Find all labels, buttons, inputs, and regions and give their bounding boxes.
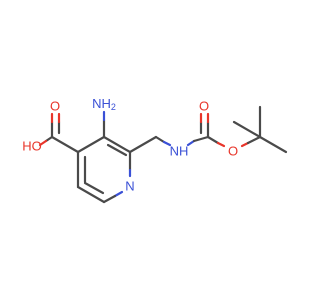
bond-nh-c xyxy=(192,135,210,143)
atom-label-nh2-subscript: 2 xyxy=(111,102,116,112)
atom-label-carbonyl-o-acid: O xyxy=(50,99,60,114)
atom-label-nh2: NH2 xyxy=(92,96,116,113)
bond-c4-cooh xyxy=(50,135,80,154)
atom-label-ester-o: O xyxy=(228,144,238,159)
atom-label-nh2-main: NH xyxy=(92,96,111,111)
bond-c4-c3 xyxy=(76,135,106,154)
atom-label-carbonyl-o-boc: O xyxy=(199,99,209,114)
bond-ch2-nh xyxy=(154,135,166,144)
bond-c6-c5-double xyxy=(83,181,105,195)
bond-tbu-methyl-left xyxy=(232,120,262,139)
atom-label-ring-n: N xyxy=(125,179,134,194)
bond-c6-c5 xyxy=(76,185,106,204)
bond-tbu-methyl-right xyxy=(258,135,288,154)
bond-c2-ch2 xyxy=(128,135,158,154)
bond-ester-o-tbu-red xyxy=(240,141,250,148)
molecule-structure-diagram: HO O NH2 N NH O O xyxy=(22,96,288,204)
methylene-linker xyxy=(128,135,172,154)
bond-c-ester-o xyxy=(206,135,220,145)
bond-cooh-oh-red xyxy=(38,139,48,147)
bond-ester-o-tbu xyxy=(246,135,262,145)
bond-n-c6-grey xyxy=(102,194,117,204)
boc-carbamate-group xyxy=(186,105,288,154)
bond-nh-c-blue xyxy=(186,139,196,147)
bond-c-ester-o-red xyxy=(216,141,226,148)
carboxylic-acid-group xyxy=(38,112,80,154)
bond-cooh-oh xyxy=(44,135,54,143)
bond-n-c6 xyxy=(113,190,124,198)
atom-label-ho: HO xyxy=(22,139,42,154)
pyridine-ring xyxy=(76,135,132,204)
bond-c3-c2-double xyxy=(106,143,128,157)
bond-c3-c2 xyxy=(102,135,132,154)
atom-label-nh: NH xyxy=(170,144,189,159)
bond-ch2-nh-blue xyxy=(162,140,172,147)
